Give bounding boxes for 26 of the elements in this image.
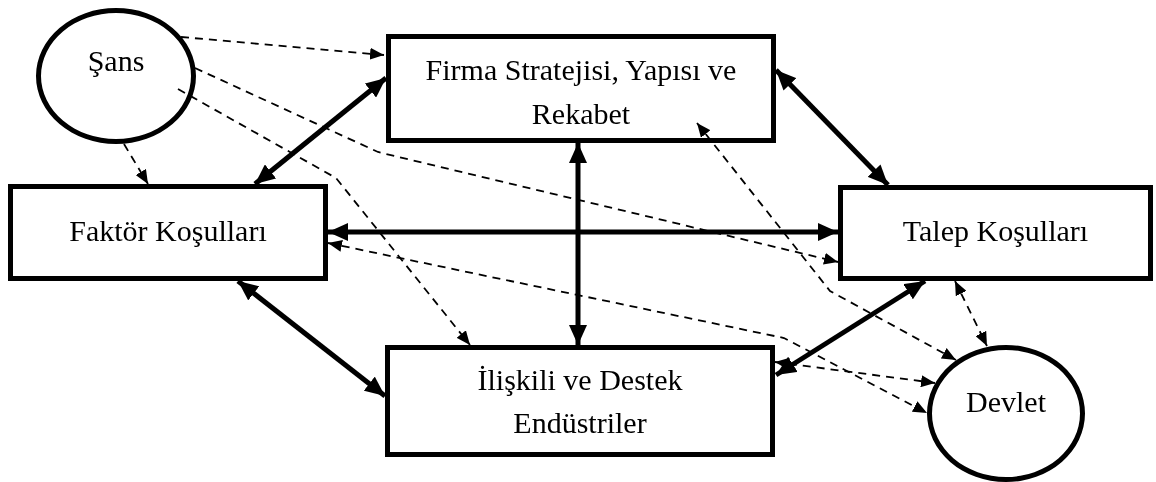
- arrow: [774, 278, 927, 378]
- node-label: İlişkili ve Destek Endüstriler: [476, 361, 684, 441]
- node-label: Firma Stratejisi, Yapısı ve Rekabet: [424, 52, 738, 132]
- node-label: Talep Koşulları: [902, 213, 1089, 250]
- factor-box: [385, 345, 775, 457]
- arrow: [180, 36, 385, 60]
- arrow: [194, 67, 839, 265]
- chance-ellipse: [36, 8, 196, 144]
- arrow: [253, 76, 388, 186]
- arrow: [123, 143, 149, 185]
- factor-box: [386, 34, 776, 143]
- node-label: Şans: [87, 43, 145, 79]
- arrow: [327, 240, 928, 414]
- arrow: [328, 223, 838, 241]
- government-ellipse: [927, 345, 1085, 482]
- arrow: [177, 88, 471, 346]
- factor-box: [838, 185, 1153, 281]
- arrow: [696, 122, 957, 361]
- node-label: Faktör Koşulları: [69, 212, 267, 249]
- factor-box: [8, 184, 328, 281]
- arrow: [774, 357, 936, 388]
- arrow: [954, 280, 988, 347]
- arrow: [569, 143, 587, 345]
- arrow: [236, 279, 387, 398]
- arrow: [774, 68, 890, 187]
- node-label: Devlet: [966, 384, 1046, 420]
